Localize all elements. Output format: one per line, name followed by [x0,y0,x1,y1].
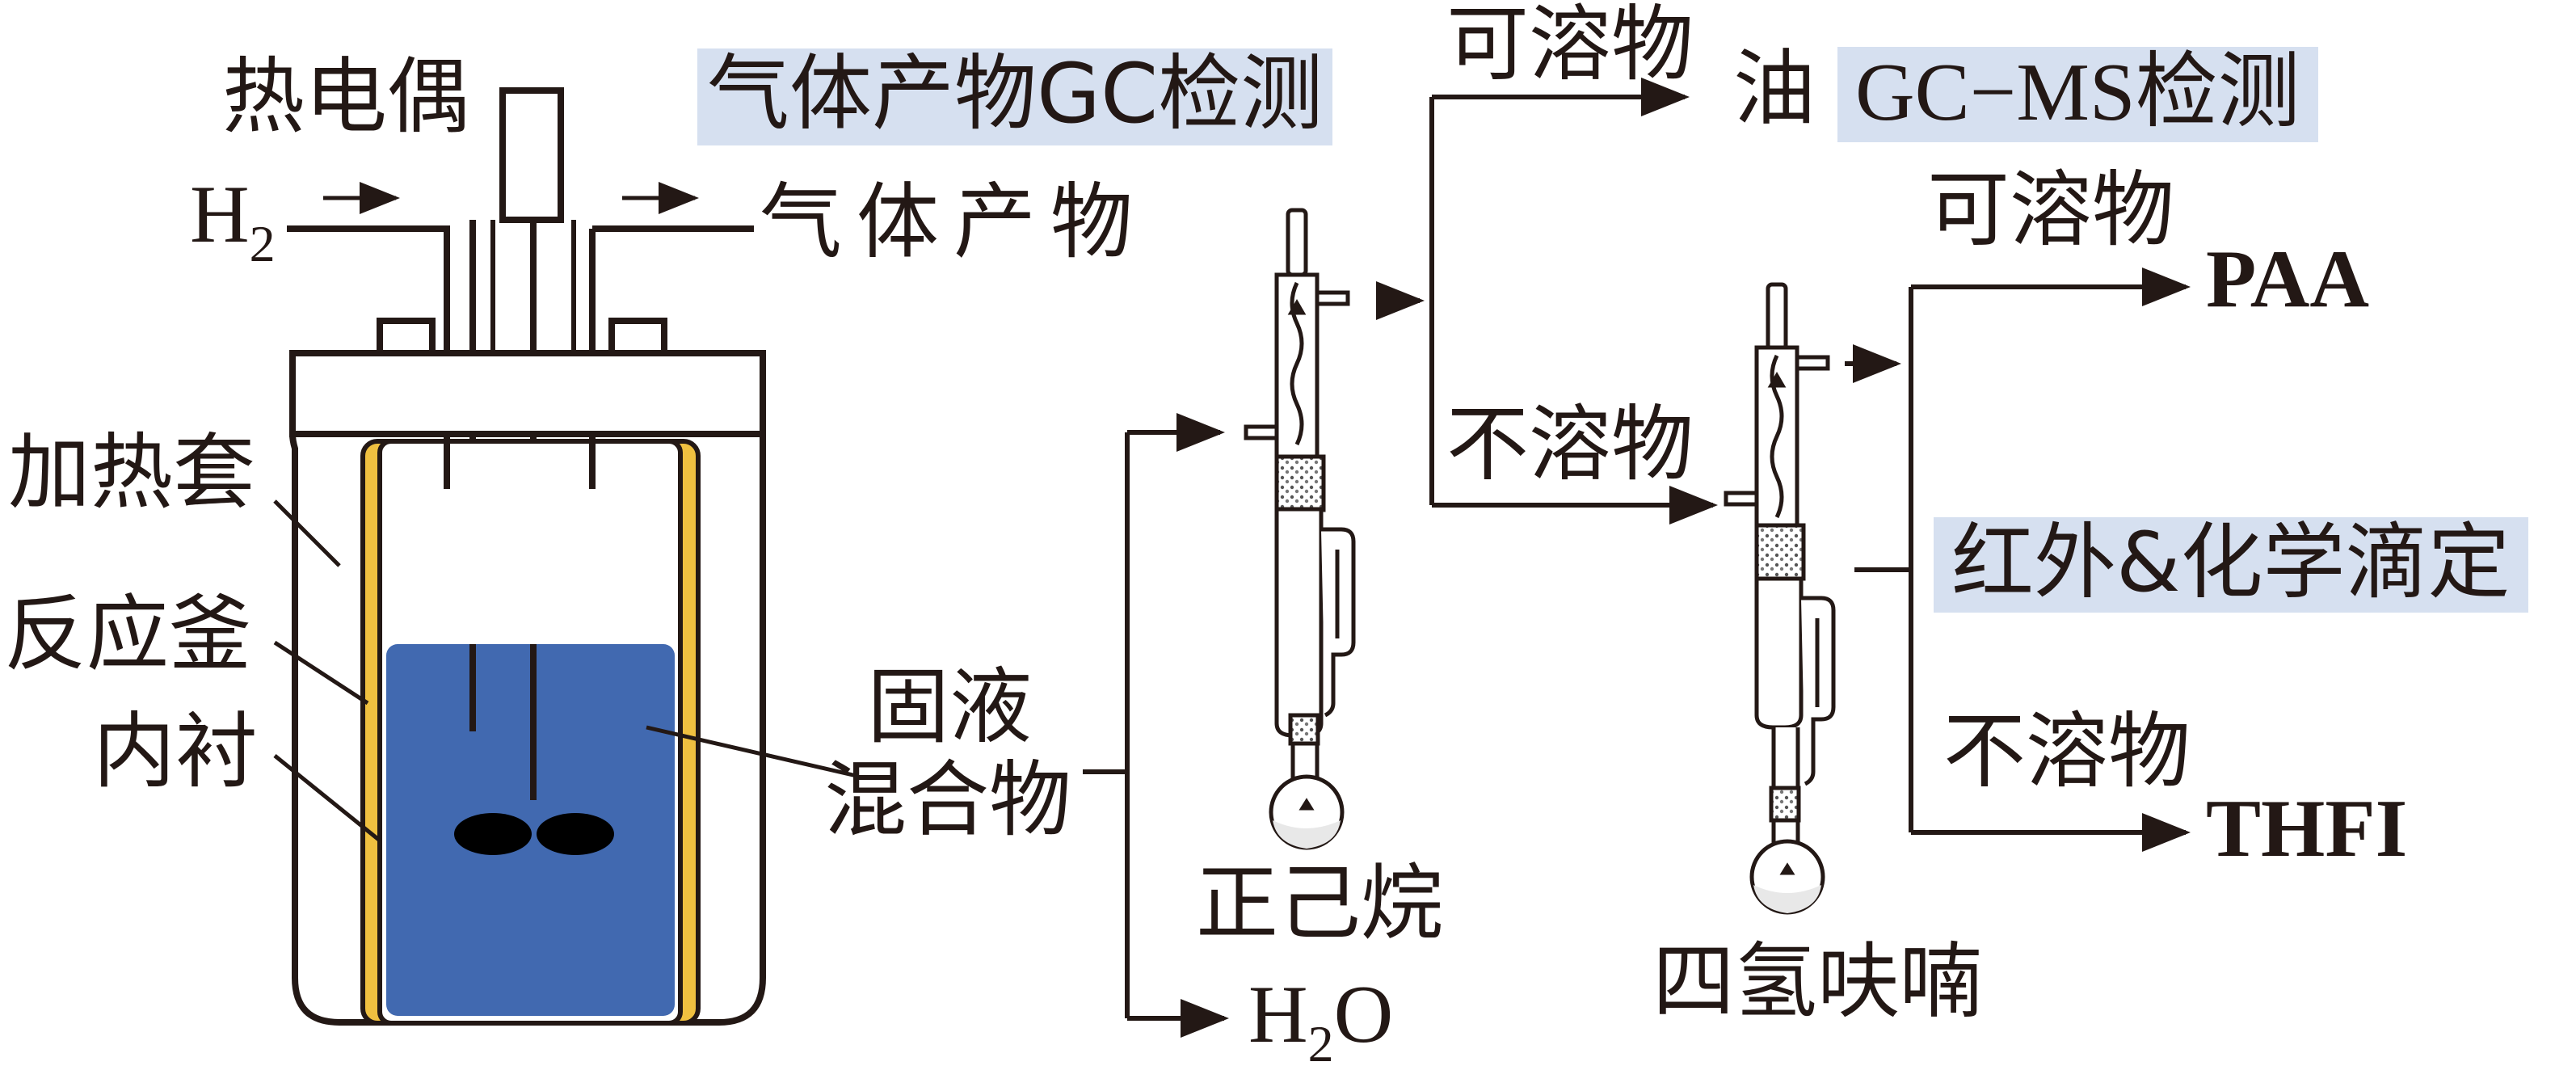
flow-lines-thf [1845,268,2191,852]
impeller-left [454,813,532,855]
leader-liner [273,754,381,842]
infrared-titration-label: 红外&化学滴定 [1934,517,2528,613]
leader-mixture [646,725,857,778]
reactor-lid [289,350,766,437]
oil-label: 油 [1733,41,1816,137]
thf-insoluble-label: 不溶物 [1943,704,2191,800]
bolt-left [377,318,436,356]
impeller-right [537,813,614,855]
bolt-right [608,318,667,356]
water-label: H2O [1248,969,1394,1072]
reactor [273,87,857,1026]
hexane-soluble-label: 可溶物 [1446,0,1694,93]
flow-lines-hexane [1376,78,1718,525]
mixture-label-line2: 混合物 [824,752,1071,849]
leader-kettle [273,640,369,706]
oil-gcms-detection-label: GC−MS检测 [1837,47,2318,142]
flow-lines-mixture [1083,413,1229,1038]
liner-label: 内衬 [93,704,258,800]
soxhlet-extractor-hexane [1244,208,1356,850]
heating-jacket-label: 加热套 [8,425,255,521]
reaction-kettle-label: 反应釜 [4,587,251,683]
hexane-insoluble-label: 不溶物 [1446,397,1694,493]
h2-label: H2 [190,169,276,272]
thfi-label: THFI [2206,783,2408,874]
thf-label: 四氢呋喃 [1652,934,1982,1030]
gas-gc-detection-label: 气体产物GC检测 [697,48,1333,145]
thf-soluble-label: 可溶物 [1927,162,2174,259]
leader-heating-jacket [273,499,341,567]
paa-label: PAA [2206,234,2370,325]
thermocouple-housing [499,87,564,223]
gas-product-label: 气体产物 [760,175,1147,271]
thermocouple-label: 热电偶 [222,49,469,145]
hexane-label: 正己烷 [1196,856,1443,952]
mixture-label-line1: 固液 [867,659,1032,756]
soxhlet-extractor-thf [1724,282,1836,915]
